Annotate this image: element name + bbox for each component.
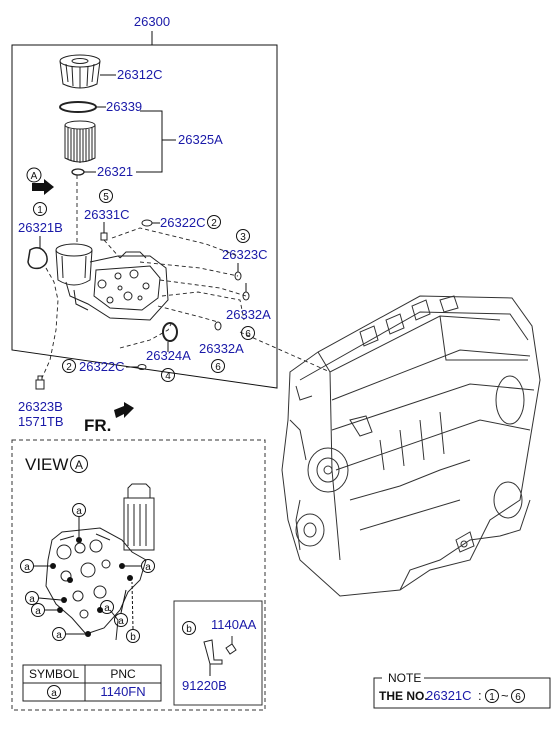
- note-title: NOTE: [388, 671, 421, 685]
- marker-3: 3: [240, 232, 246, 243]
- marker-5: 5: [103, 192, 109, 203]
- note-to: 6: [515, 692, 521, 703]
- marker-4: 4: [165, 371, 171, 382]
- note-prefix: THE NO.: [379, 689, 428, 703]
- o-ring-26324A: [162, 322, 178, 342]
- note-part[interactable]: 26321C: [426, 688, 472, 703]
- label-26323B[interactable]: 26323B: [18, 399, 63, 414]
- label-26324A[interactable]: 26324A: [146, 348, 191, 363]
- label-1571TB[interactable]: 1571TB: [18, 414, 64, 429]
- label-26339[interactable]: 26339: [106, 99, 142, 114]
- note-box: NOTE THE NO. 26321C : 1 ~ 6: [373, 671, 551, 709]
- engine-block-drawing: [281, 295, 541, 597]
- a-label-5: a: [35, 606, 41, 617]
- bolt-dots: [50, 537, 133, 637]
- label-26323C[interactable]: 26323C: [222, 247, 268, 262]
- view-A-arrow: [32, 179, 54, 195]
- exploded-frame: [11, 44, 278, 389]
- label-26332A-top[interactable]: 26332A: [226, 307, 271, 322]
- label-1140AA[interactable]: 1140AA: [211, 617, 257, 632]
- b-label-view: b: [130, 632, 136, 643]
- marker-A-text: A: [31, 171, 38, 182]
- a-label-2: a: [24, 562, 30, 573]
- label-91220B[interactable]: 91220B: [182, 678, 227, 693]
- note-colon: :: [478, 688, 482, 703]
- view-A-box: [11, 439, 266, 711]
- table-header-symbol: SYMBOL: [29, 667, 79, 681]
- table-pnc-1140FN[interactable]: 1140FN: [100, 684, 145, 699]
- label-26322C-top[interactable]: 26322C: [160, 215, 206, 230]
- o-ring-bottom: [71, 168, 85, 176]
- marker-2-bottom: 2: [66, 362, 72, 373]
- a-label-3: a: [145, 562, 151, 573]
- note-from: 1: [489, 692, 495, 703]
- label-26312C[interactable]: 26312C: [117, 67, 163, 82]
- filter-cap-drawing: [59, 54, 101, 89]
- a-label-6: a: [104, 603, 110, 614]
- label-26321[interactable]: 26321: [97, 164, 133, 179]
- view-A-module-drawing: [45, 483, 155, 641]
- filter-module-drawing: [55, 243, 169, 321]
- note-tilde: ~: [501, 688, 509, 703]
- a-label-8: a: [56, 630, 62, 641]
- label-26325A[interactable]: 26325A: [178, 132, 223, 147]
- bracket-sub-box: [173, 600, 263, 706]
- label-26300[interactable]: 26300: [134, 14, 170, 29]
- view-marker-A: A: [75, 458, 83, 472]
- marker-2-top: 2: [211, 218, 217, 229]
- table-symbol-a: a: [51, 688, 57, 699]
- marker-1: 1: [37, 205, 43, 216]
- label-26322C-bottom[interactable]: 26322C: [79, 359, 125, 374]
- marker-6-right: 6: [245, 329, 251, 340]
- b-label-box: b: [186, 624, 192, 635]
- bracket-drawing: [203, 636, 237, 665]
- a-label-7: a: [118, 616, 124, 627]
- label-26321B[interactable]: 26321B: [18, 220, 63, 235]
- symbol-table: SYMBOL PNC a 1140FN: [22, 664, 162, 702]
- view-title: VIEW: [25, 455, 68, 474]
- gasket-26321B: [27, 247, 48, 270]
- a-markers: [20, 503, 155, 643]
- a-label-4: a: [29, 594, 35, 605]
- front-label: FR.: [84, 416, 111, 435]
- marker-6-bottom: 6: [215, 362, 221, 373]
- oil-pressure-sensor: [35, 375, 45, 390]
- o-ring-top: [59, 101, 97, 113]
- marker-A-circle: [26, 167, 42, 183]
- table-header-pnc: PNC: [110, 667, 136, 681]
- label-26331C[interactable]: 26331C: [84, 207, 130, 222]
- filter-element-drawing: [64, 120, 96, 163]
- dashed-leaders: [41, 175, 331, 379]
- front-arrow: [114, 402, 134, 418]
- a-label-1: a: [76, 506, 82, 517]
- plug-26331C: [100, 232, 108, 241]
- label-26332A-bottom[interactable]: 26332A: [199, 341, 244, 356]
